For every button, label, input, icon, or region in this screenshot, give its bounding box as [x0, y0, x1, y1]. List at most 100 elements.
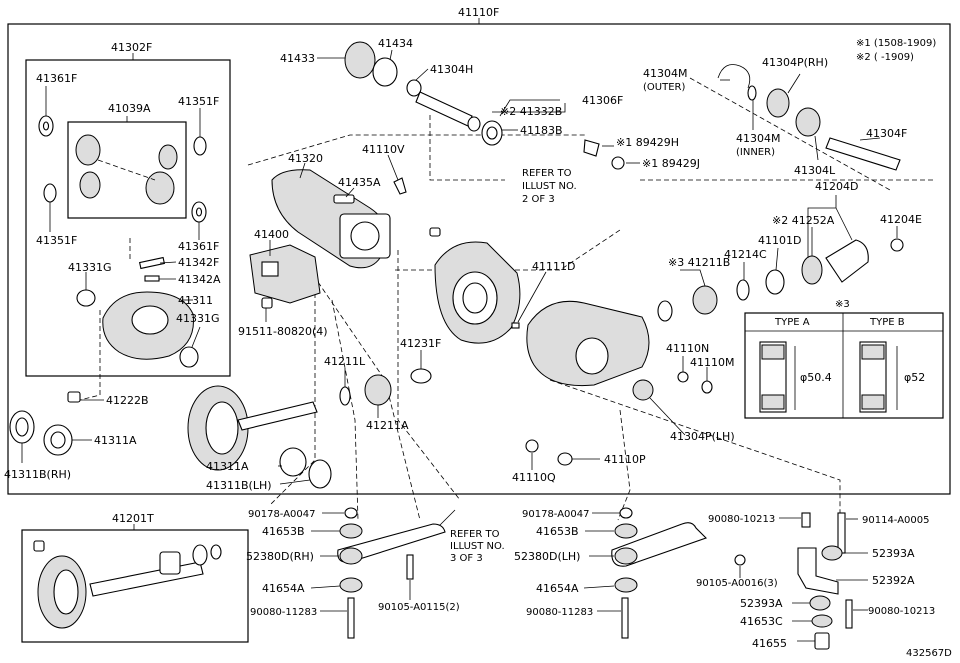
collar-41655 [814, 632, 830, 650]
cushion-41653c [811, 614, 833, 628]
pin-41342f [138, 256, 166, 270]
label-41311b-rh: 41311B(RH) [4, 468, 71, 481]
washer-41110q [525, 439, 539, 453]
bearing-41211a [364, 374, 392, 406]
label-41311b-lh: 41311B(LH) [206, 479, 272, 492]
label-90080-11283-b: 90080-11283 [526, 607, 593, 618]
nut-90178-a [344, 507, 358, 519]
label-41222b: 41222B [106, 394, 149, 407]
label-41311a-a: 41311A [94, 434, 137, 447]
label-41101d: 41101D [758, 234, 801, 247]
washer-41101d [765, 269, 785, 295]
label-41653b-a: 41653B [262, 525, 305, 538]
seal-41304p-lh [632, 379, 654, 401]
label-52393a-a: 52393A [872, 547, 915, 560]
label-89429h: ※1 89429H [616, 136, 679, 149]
part-labels: 41110F 41302F 41361F 41039A 41351F 41351… [4, 6, 935, 650]
label-41306f: 41306F [582, 94, 623, 107]
washer-41214c [736, 279, 750, 301]
label-52380d-lh: 52380D(LH) [514, 550, 580, 563]
pinion-shaft [237, 401, 318, 431]
label-41351f-b: 41351F [36, 234, 77, 247]
label-41214c: 41214C [724, 248, 767, 261]
sensor-41110v [393, 177, 407, 195]
cushion-41654a-a [339, 577, 363, 593]
label-41304m-outer: 41304M [643, 67, 687, 80]
label-41654a-b: 41654A [536, 582, 579, 595]
label-41110p: 41110P [604, 453, 646, 466]
refer-note-upper-line2: ILLUST NO. [522, 181, 577, 192]
label-52380d-rh: 52380D(RH) [246, 550, 314, 563]
label-41304f: 41304F [866, 127, 907, 140]
side-gear-b [145, 171, 175, 205]
label-41655: 41655 [752, 637, 787, 650]
label-41110v: 41110V [362, 143, 405, 156]
label-41231f: 41231F [400, 337, 441, 350]
fitting-89429j [611, 156, 625, 170]
carrier-subframe [25, 59, 231, 377]
label-41110m: 41110M [690, 356, 734, 369]
cushion-41654a-b [614, 577, 638, 593]
cushion-41653b-b [614, 523, 638, 539]
type-box-mark: ※3 [835, 299, 850, 310]
side-gear-a [75, 134, 101, 166]
bolt-41201t [33, 540, 45, 552]
type-b-dim: φ52 [904, 371, 925, 384]
label-41342a: 41342A [178, 273, 221, 286]
label-outer: (OUTER) [643, 82, 685, 93]
pin-41342a [144, 275, 160, 282]
label-90080-11283-a: 90080-11283 [250, 607, 317, 618]
label-41111d: 41111D [532, 260, 575, 273]
refer-note-upper-line3: 2 OF 3 [522, 194, 555, 205]
washer-41351f-left [43, 183, 57, 203]
label-41201t: 41201T [112, 512, 154, 525]
label-41204d: 41204D [815, 180, 858, 193]
label-41434: 41434 [378, 37, 413, 50]
label-52393a-b: 52393A [740, 597, 783, 610]
bolt-90080-11283-a [347, 597, 355, 639]
refer-note-upper: REFER TO [522, 168, 572, 179]
seal-41433 [344, 41, 376, 79]
label-41110n: 41110N [666, 342, 709, 355]
refer-note-lower-line2: ILLUST NO. [450, 541, 505, 552]
label-41653b-b: 41653B [536, 525, 579, 538]
flange-41204d [825, 239, 869, 283]
pin-41111d [511, 322, 520, 329]
shaft-41306f [415, 91, 473, 127]
bearing-41252a [801, 255, 823, 285]
bracket-52392a [797, 547, 839, 595]
snap-ring-41304m-outer [717, 64, 751, 89]
pinion-gear-b [158, 144, 178, 170]
bolt-41110m [701, 380, 713, 394]
bolt-90080-11283-b [621, 597, 629, 639]
bearing-41304p-rh [766, 88, 790, 118]
label-41252a: ※2 41252A [772, 214, 835, 227]
pinion-gear-a [79, 171, 101, 199]
nut-90178-b [619, 507, 633, 519]
label-41304h: 41304H [430, 63, 473, 76]
bearing-type-box [744, 312, 944, 419]
label-41311: 41311 [178, 294, 213, 307]
label-inner: (INNER) [736, 147, 775, 158]
label-41400: 41400 [254, 228, 289, 241]
label-41304m-inner: 41304M [736, 132, 780, 145]
label-41304l: 41304L [794, 164, 836, 177]
note-1: ※1 (1508-1909) [856, 38, 936, 49]
label-41204e: 41204E [880, 213, 922, 226]
label-41110q: 41110Q [512, 471, 556, 484]
label-52392a: 52392A [872, 574, 915, 587]
label-41211b: ※3 41211B [668, 256, 730, 269]
bearing-41434 [372, 57, 398, 87]
bearing-41304l [795, 107, 821, 137]
leader-lines [21, 49, 898, 642]
label-41304p-rh: 41304P(RH) [762, 56, 828, 69]
label-89429j: ※1 89429J [642, 157, 700, 170]
label-41211a: 41211A [366, 419, 409, 432]
washer-41351f-top [193, 136, 207, 156]
bearing-41211b [692, 285, 718, 315]
pinion-set-shaft [89, 561, 204, 597]
label-41342f: 41342F [178, 256, 219, 269]
cushion-52393a-a [821, 545, 843, 561]
nut-41204e [890, 238, 904, 252]
label-41311a-b: 41311A [206, 460, 249, 473]
